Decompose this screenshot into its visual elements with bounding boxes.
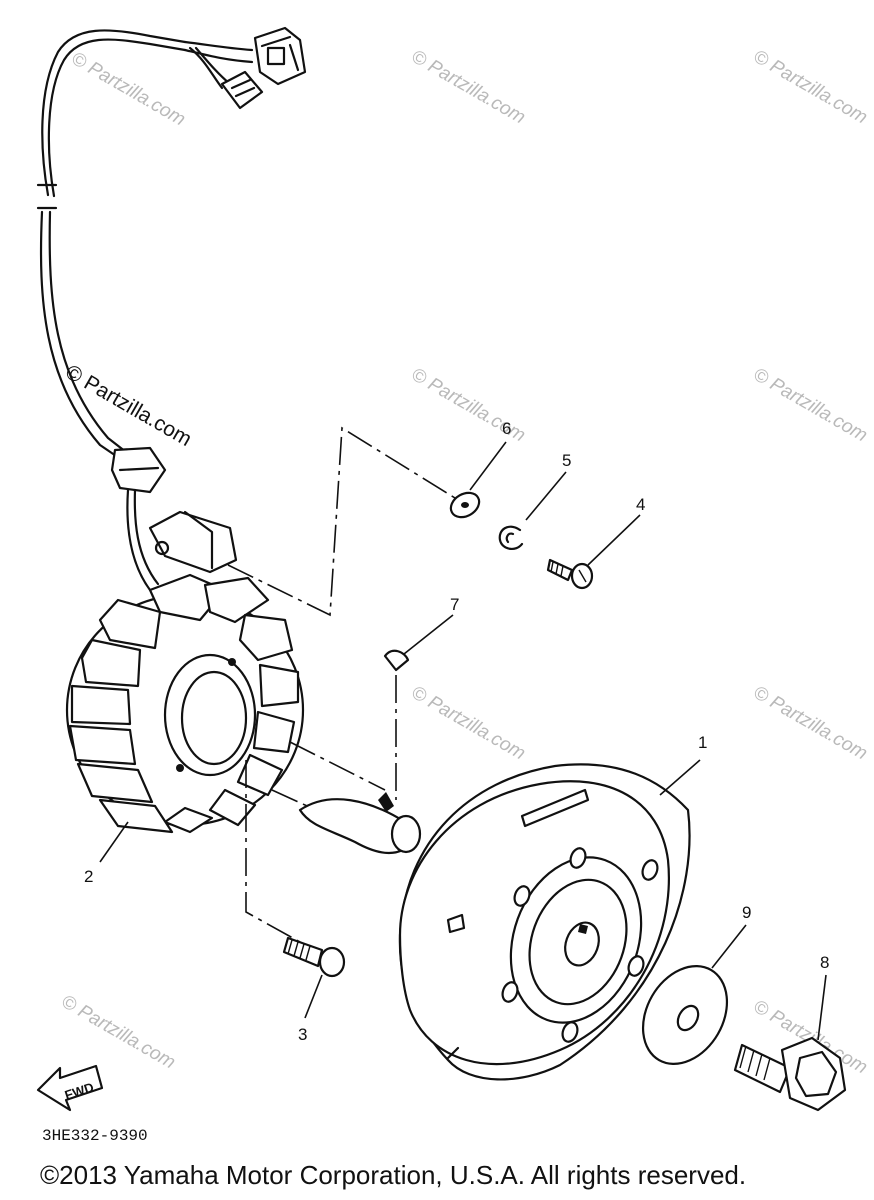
bolt-8 bbox=[733, 1036, 847, 1112]
rotor-holes bbox=[501, 847, 659, 1043]
watermark: © Partzilla.com bbox=[408, 46, 529, 128]
fwd-arrow: FWD bbox=[36, 1064, 104, 1112]
leader-lines bbox=[99, 441, 827, 1041]
copyright-notice: ©2013 Yamaha Motor Corporation, U.S.A. A… bbox=[40, 1160, 747, 1190]
watermark: © Partzilla.com bbox=[750, 682, 871, 764]
screw-4 bbox=[546, 558, 594, 590]
lock-washer-5 bbox=[498, 525, 524, 550]
callout-6: 6 bbox=[502, 419, 511, 438]
watermark: © Partzilla.com bbox=[68, 48, 189, 130]
washer-9 bbox=[641, 965, 729, 1065]
callout-5: 5 bbox=[562, 451, 571, 470]
callouts: 1 2 3 4 5 6 7 8 9 bbox=[84, 419, 829, 1044]
grommet bbox=[110, 446, 167, 592]
watermark: © Partzilla.com bbox=[750, 364, 871, 446]
crankshaft-end bbox=[298, 792, 422, 854]
wire-harness bbox=[36, 29, 254, 462]
callout-9: 9 bbox=[742, 903, 751, 922]
stator bbox=[65, 573, 305, 834]
woodruff-key bbox=[383, 649, 410, 672]
pickup-coil bbox=[148, 510, 238, 574]
callout-3: 3 bbox=[298, 1025, 307, 1044]
bolt-3 bbox=[282, 936, 346, 978]
flywheel-rotor bbox=[398, 763, 691, 1081]
callout-8: 8 bbox=[820, 953, 829, 972]
callout-7: 7 bbox=[450, 595, 459, 614]
part-code-label: 3HE332-9390 bbox=[42, 1127, 148, 1145]
wire-coupler-small bbox=[220, 70, 264, 110]
watermark: © Partzilla.com bbox=[62, 360, 196, 451]
callout-4: 4 bbox=[636, 495, 645, 514]
callout-2: 2 bbox=[84, 867, 93, 886]
watermark: © Partzilla.com bbox=[58, 991, 179, 1073]
washer-6 bbox=[449, 491, 481, 519]
watermark: © Partzilla.com bbox=[408, 682, 529, 764]
wire-coupler-large bbox=[253, 26, 307, 86]
watermark: © Partzilla.com bbox=[750, 46, 871, 128]
callout-1: 1 bbox=[698, 733, 707, 752]
stator-poles bbox=[68, 573, 300, 834]
